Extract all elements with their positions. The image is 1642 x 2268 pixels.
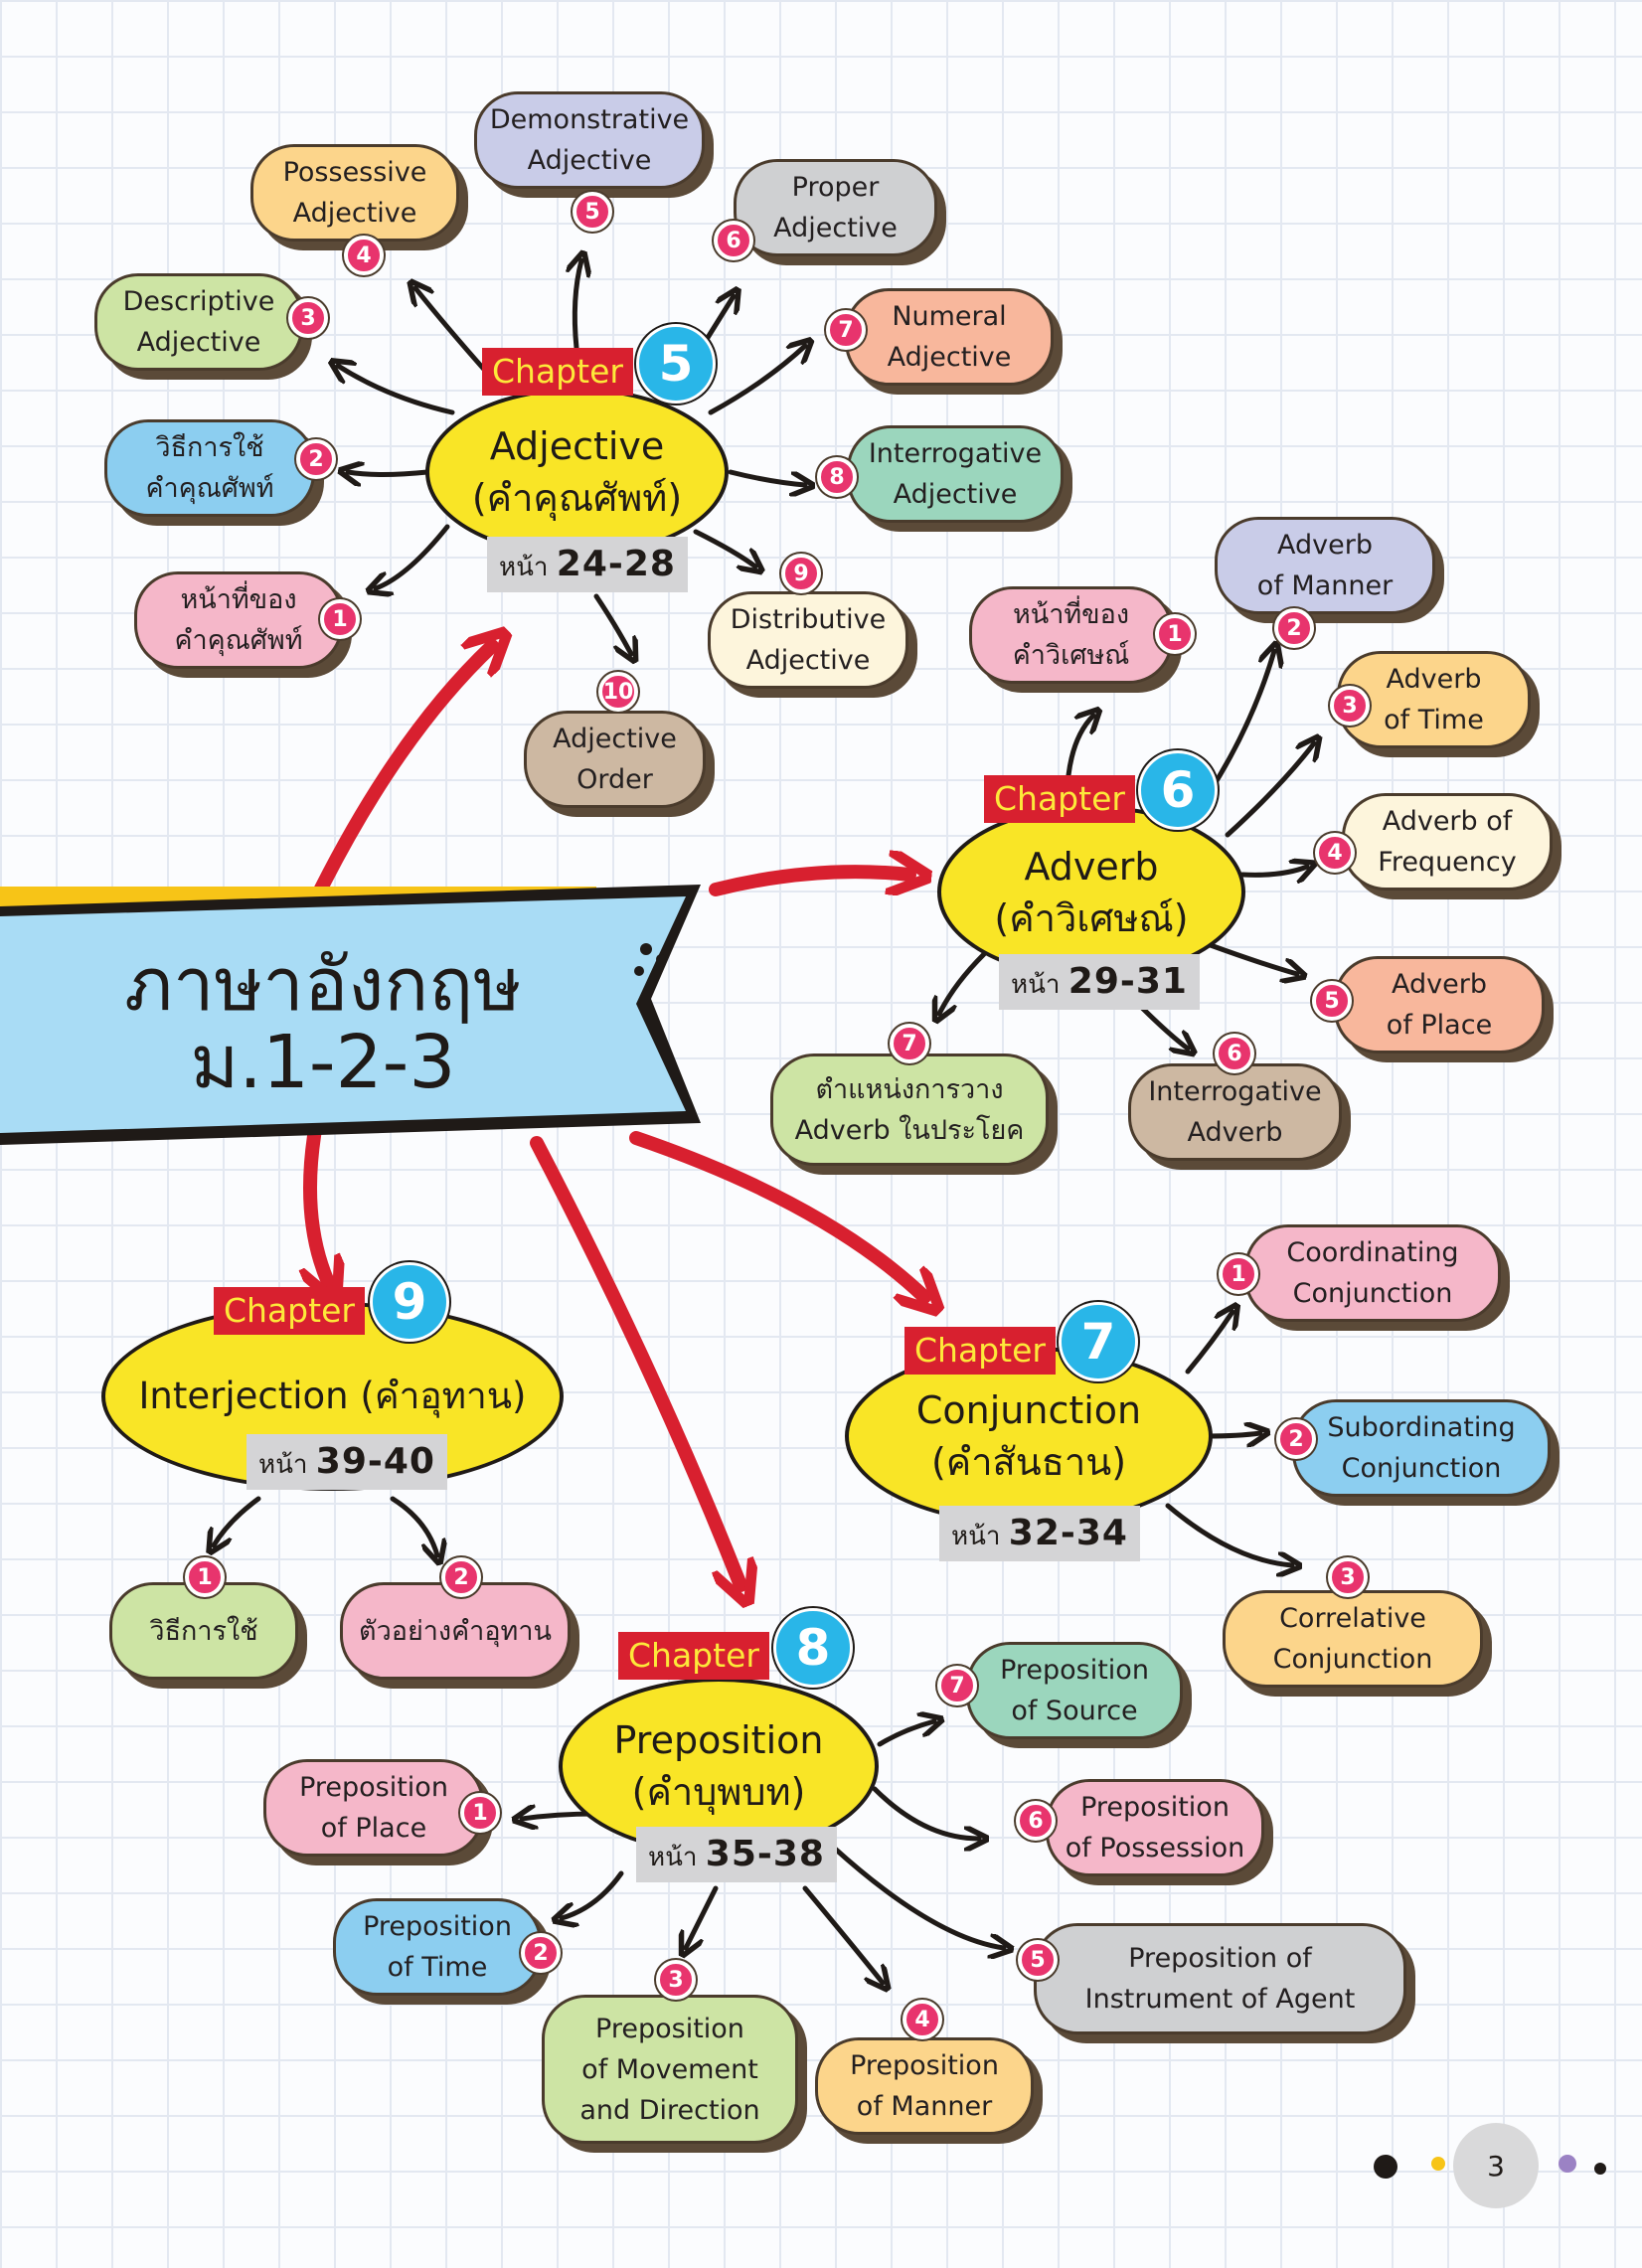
item-number-badge: 2 (1276, 1419, 1316, 1459)
chapter-number-badge: 9 (370, 1262, 449, 1342)
item-number-badge: 1 (1219, 1254, 1258, 1294)
conjunction-item-1: Coordinating Conjunction (1244, 1224, 1501, 1322)
item-number-badge: 10 (598, 672, 638, 712)
adverb-item-1: หน้าที่ของ คำวิเศษณ์ (969, 586, 1173, 684)
adjective-item-10: Adjective Order (524, 711, 706, 808)
item-number-badge: 6 (714, 221, 753, 260)
adjective-item-6: Proper Adjective (734, 159, 937, 256)
adverb-item-6: Interrogative Adverb (1128, 1063, 1342, 1161)
item-number-badge: 7 (937, 1666, 977, 1705)
preposition-item-4: Preposition of Manner (815, 2037, 1034, 2135)
item-number-badge: 1 (185, 1557, 225, 1597)
item-number-badge: 8 (817, 457, 857, 497)
item-number-badge: 7 (826, 310, 866, 350)
item-number-badge: 3 (656, 1960, 696, 2000)
item-number-badge: 4 (344, 236, 384, 275)
adverb-item-5: Adverb of Place (1334, 956, 1545, 1053)
adjective-item-7: Numeral Adjective (845, 288, 1054, 386)
item-number-badge: 4 (903, 2000, 942, 2039)
conjunction-item-2: Subordinating Conjunction (1292, 1399, 1551, 1497)
adverb-center: Adverb (คำวิเศษณ์) (937, 805, 1245, 979)
item-number-badge: 4 (1315, 833, 1355, 873)
chapter-label: Chapter (618, 1632, 769, 1680)
chapter-number-badge: 6 (1138, 750, 1218, 830)
chapter-label: Chapter (214, 1287, 365, 1335)
decor-dot (1374, 2155, 1397, 2179)
item-number-badge: 7 (890, 1024, 929, 1063)
chapter-number-badge: 8 (773, 1608, 853, 1688)
item-number-badge: 2 (1274, 608, 1314, 648)
preposition-item-6: Preposition of Possession (1046, 1779, 1264, 1876)
item-number-badge: 6 (1215, 1034, 1254, 1073)
pages-label: หน้า 24-28 (487, 537, 688, 592)
adjective-item-5: Demonstrative Adjective (474, 91, 705, 189)
adjective-item-9: Distributive Adjective (708, 591, 908, 689)
decor-dot (1559, 2155, 1576, 2173)
adjective-item-8: Interrogative Adjective (847, 425, 1064, 523)
title-banner (0, 885, 701, 1145)
preposition-item-7: Preposition of Source (966, 1642, 1183, 1739)
pages-label: หน้า 35-38 (636, 1827, 837, 1882)
chapter-number-badge: 7 (1059, 1302, 1138, 1381)
adverb-item-4: Adverb of Frequency (1342, 793, 1553, 891)
adverb-item-2: Adverb of Manner (1215, 517, 1435, 614)
conjunction-item-3: Correlative Conjunction (1223, 1590, 1483, 1688)
interjection-item-2: ตัวอย่างคำอุทาน (340, 1582, 571, 1680)
adjective-item-3: Descriptive Adjective (94, 273, 303, 371)
adjective-item-4: Possessive Adjective (250, 144, 459, 242)
interjection-item-1: วิธีการใช้ (109, 1582, 298, 1680)
item-number-badge: 2 (521, 1933, 561, 1973)
item-number-badge: 1 (460, 1793, 500, 1833)
item-number-badge: 2 (441, 1557, 481, 1597)
pages-label: หน้า 39-40 (246, 1434, 447, 1490)
item-number-badge: 5 (1018, 1940, 1058, 1980)
preposition-item-5: Preposition of Instrument of Agent (1034, 1923, 1406, 2034)
item-number-badge: 6 (1016, 1801, 1056, 1841)
adjective-item-1: หน้าที่ของ คำคุณศัพท์ (134, 571, 343, 669)
preposition-center: Preposition (คำบุพบท) (559, 1678, 879, 1855)
title-line-1: ภาษาอังกฤษ (124, 942, 522, 1028)
item-number-badge: 5 (1312, 981, 1352, 1021)
item-number-badge: 1 (320, 599, 360, 639)
item-number-badge: 1 (1155, 614, 1195, 654)
chapter-label: Chapter (984, 775, 1135, 823)
preposition-item-2: Preposition of Time (333, 1898, 542, 1996)
item-number-badge: 2 (296, 439, 336, 479)
item-number-badge: 3 (1328, 1557, 1368, 1597)
item-number-badge: 3 (288, 298, 328, 338)
item-number-badge: 9 (781, 554, 821, 593)
item-number-badge: 5 (573, 192, 612, 232)
adjective-item-2: วิธีการใช้ คำคุณศัพท์ (104, 419, 315, 517)
preposition-item-1: Preposition of Place (263, 1759, 484, 1857)
adverb-item-7: ตำแหน่งการวาง Adverb ในประโยค (770, 1053, 1049, 1166)
chapter-number-badge: 5 (636, 324, 716, 404)
decor-dot (1431, 2157, 1445, 2171)
pages-label: หน้า 29-31 (999, 954, 1200, 1010)
adverb-item-3: Adverb of Time (1337, 651, 1531, 748)
adjective-center: Adjective (คำคุณศัพท์) (425, 388, 729, 557)
chapter-label: Chapter (482, 348, 633, 396)
decor-dot (1594, 2163, 1606, 2175)
title-line-2: ม.1-2-3 (190, 1020, 456, 1105)
item-number-badge: 3 (1330, 686, 1370, 726)
preposition-item-3: Preposition of Movement and Direction (542, 1995, 798, 2144)
chapter-label: Chapter (904, 1327, 1056, 1375)
pages-label: หน้า 32-34 (939, 1506, 1140, 1561)
page-number: 3 (1453, 2123, 1539, 2208)
